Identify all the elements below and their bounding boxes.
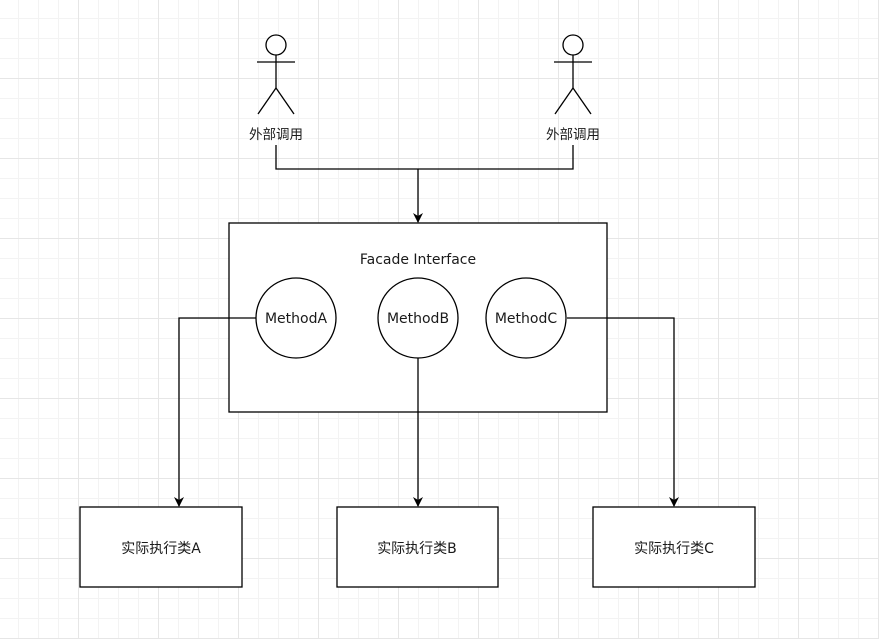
class-b-box[interactable] [336, 506, 499, 588]
actor-head [562, 34, 584, 56]
method-c-label: MethodC [495, 311, 558, 327]
actor-label-left: 外部调用 [249, 127, 303, 143]
methodA-connector [174, 317, 256, 507]
method-a-label: MethodA [265, 311, 328, 327]
class-b-label: 实际执行类B [377, 541, 457, 557]
class-c-box[interactable] [592, 506, 756, 588]
methodC-connector [567, 317, 679, 507]
method-c-node[interactable] [485, 277, 567, 359]
facade-title: Facade Interface [360, 252, 476, 268]
actor-left[interactable] [257, 34, 295, 115]
method-a-node[interactable] [255, 277, 337, 359]
class-c-label: 实际执行类C [634, 541, 714, 557]
method-b-label: MethodB [387, 311, 449, 327]
class-a-label: 实际执行类A [121, 541, 201, 557]
actor-label-right: 外部调用 [546, 127, 600, 143]
actors-connector [275, 145, 574, 170]
actor-right[interactable] [554, 34, 592, 115]
actor-head [265, 34, 287, 56]
method-b-node[interactable] [377, 277, 459, 359]
class-a-box[interactable] [79, 506, 243, 588]
